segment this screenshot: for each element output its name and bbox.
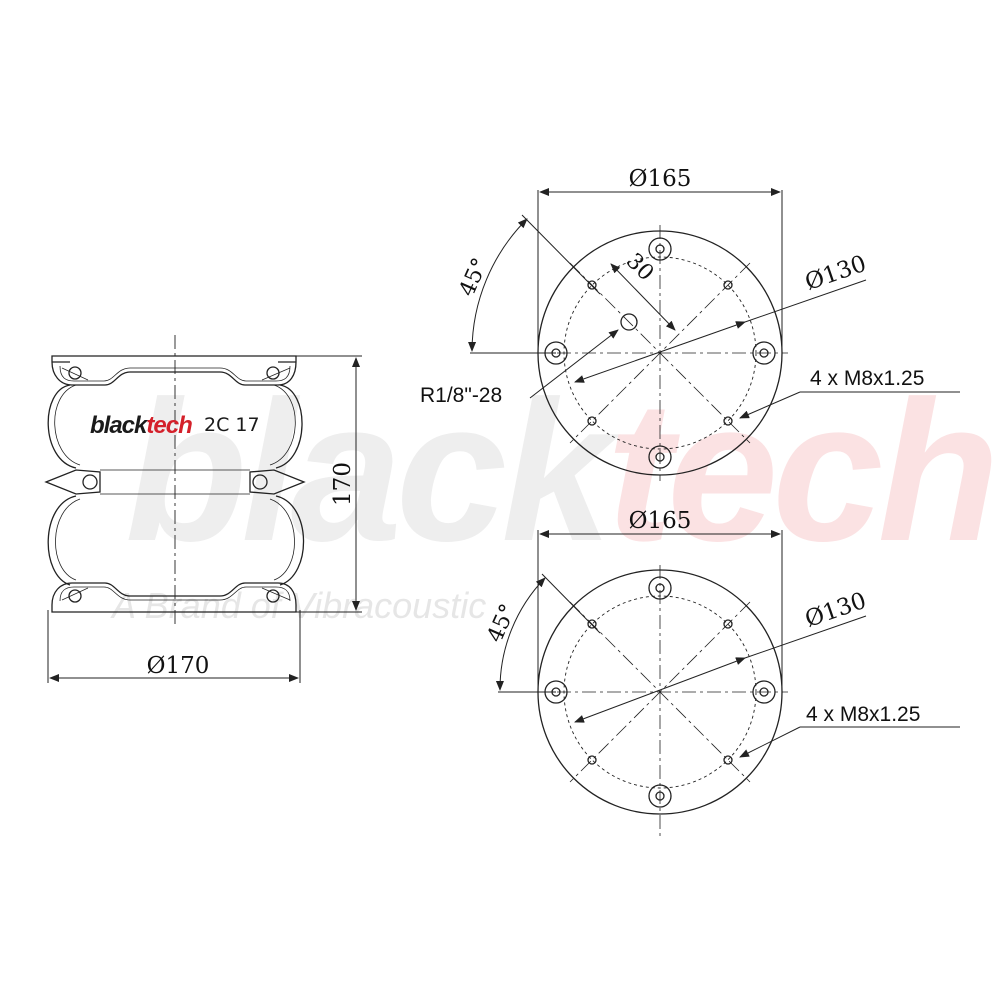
side-dimensions: [47, 355, 362, 683]
logo-black-text: black: [90, 412, 149, 439]
upper-convolution: [47, 384, 303, 469]
top-bolts: [544, 237, 776, 469]
top-bolt-label: 4 x M8x1.25: [810, 367, 924, 390]
top-plate-edge: [51, 355, 297, 362]
top-angle-arc: [468, 218, 528, 352]
bottom-plate-view: [532, 565, 788, 840]
top-diameter-label: Ø165: [629, 166, 692, 192]
top-bead: [51, 361, 297, 386]
air-port-leader: [529, 329, 619, 399]
bottom-angle-arc: [495, 577, 546, 691]
watermark-black-text: black: [125, 360, 621, 583]
side-diameter-label: Ø170: [147, 653, 210, 679]
side-view: [44, 335, 306, 625]
blacktech-logo: blacktech 2C 17: [90, 412, 260, 439]
air-port-label: R1/8"-28: [420, 384, 502, 407]
logo-red-text: tech: [146, 412, 192, 439]
lower-convolution: [47, 495, 305, 586]
bottom-left-bolt-section: [68, 589, 82, 603]
model-label: 2C 17: [204, 414, 260, 436]
bottom-plate-dimensions: [495, 530, 960, 758]
watermark: blacktech A Brand of Vibracoustic: [110, 360, 1000, 626]
bottom-diameter-label: Ø165: [629, 508, 692, 534]
bottom-angle-label: 45°: [483, 600, 522, 646]
bottom-bolt-e: [752, 680, 776, 704]
top-bolt-s: [648, 445, 672, 469]
bottom-bead: [51, 582, 297, 606]
watermark-subtitle: A Brand of Vibracoustic: [110, 585, 486, 626]
top-bolt-circle-label: Ø130: [802, 251, 870, 296]
bottom-bolt-label: 4 x M8x1.25: [806, 703, 920, 726]
bottom-right-bolt-section: [266, 589, 280, 603]
bottom-bolt-n: [648, 576, 672, 600]
bottom-plate-edge: [51, 605, 297, 613]
top-plate-dimensions: [468, 188, 960, 419]
top-left-bolt-section: [68, 366, 82, 380]
top-angle-label: 45°: [455, 254, 494, 300]
top-bolt-n: [648, 237, 672, 261]
girdle-ring-right: [249, 469, 306, 495]
side-height-label: 170: [330, 462, 356, 506]
top-bolt-leader: [739, 391, 801, 419]
girdle-ring-left: [44, 469, 101, 495]
bottom-bolt-leader: [739, 726, 801, 758]
bottom-bolt-s: [648, 784, 672, 808]
offset-30-line: [610, 263, 676, 331]
svg-text:blacktech: blacktech: [125, 360, 994, 583]
watermark-red-text: tech: [606, 360, 993, 583]
svg-text:blacktech: blacktech: [90, 412, 192, 439]
top-bolt-e: [752, 341, 776, 365]
bottom-bolts: [544, 576, 776, 808]
